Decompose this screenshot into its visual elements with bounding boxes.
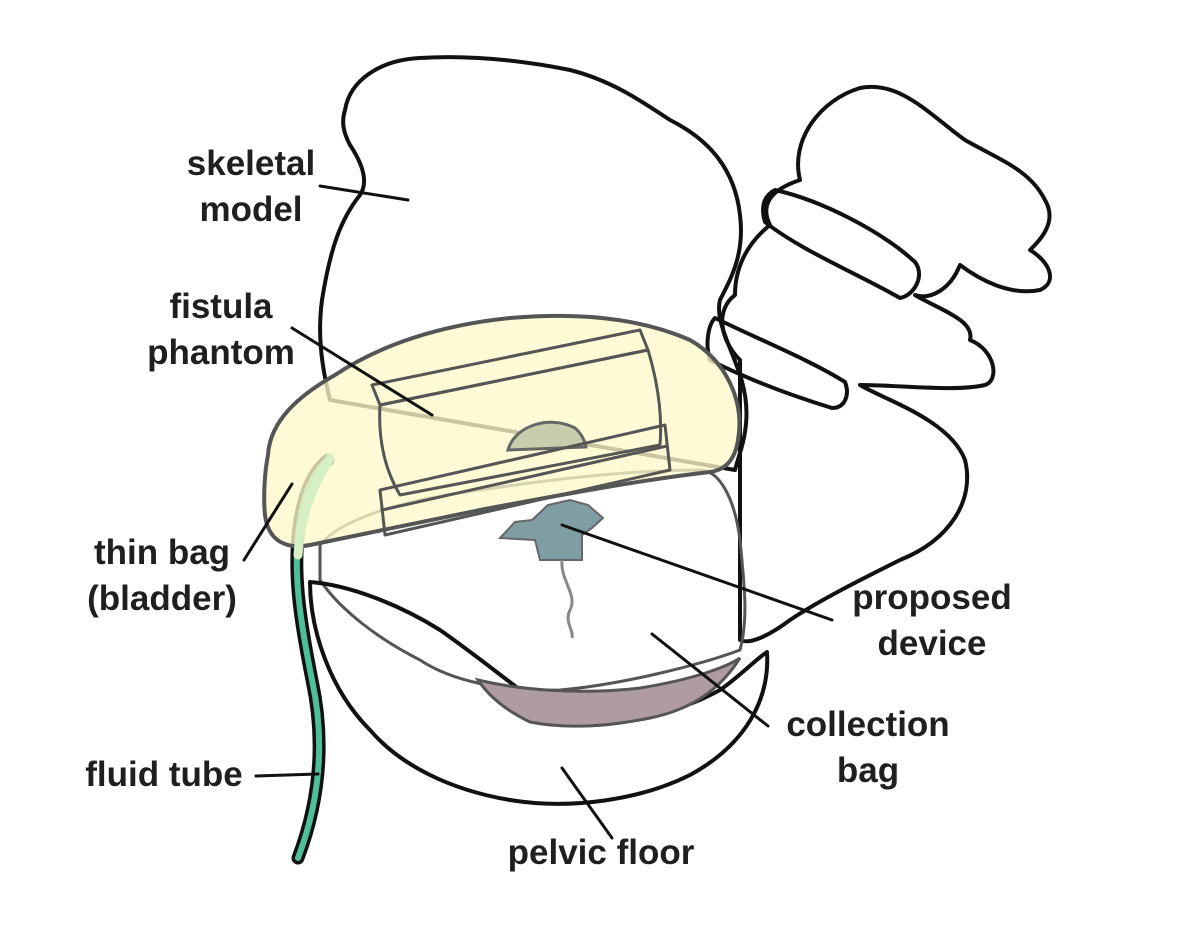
fistula-phantom-shape — [262, 313, 742, 549]
label-fistula-phantom: fistula phantom — [147, 287, 295, 372]
label-collection-bag: collection bag — [786, 705, 950, 790]
label-fluid-tube: fluid tube — [85, 755, 243, 794]
phantom-base-line — [380, 444, 669, 512]
pelvic-floor-shape — [308, 580, 770, 806]
label-thin-bag: thin bag (bladder) — [87, 533, 237, 618]
label-skeletal-model: skeletal model — [186, 144, 316, 229]
leader-thin-bag — [242, 482, 294, 562]
intervertebral-disc-upper — [761, 188, 921, 300]
skeletal-model-shape — [318, 55, 749, 472]
leader-proposed-device — [560, 523, 834, 622]
phantom-inner-body — [378, 348, 663, 497]
leader-fistula-phantom — [290, 326, 434, 417]
vertebrae — [720, 84, 1052, 644]
leader-collection-bag — [650, 632, 770, 728]
label-proposed-device: proposed device — [852, 578, 1012, 663]
leader-pelvic-floor — [560, 766, 614, 840]
leader-fluid-tube — [254, 772, 320, 778]
phantom-base-plate — [378, 423, 672, 537]
proposed-device-shape — [497, 498, 605, 561]
collection-bag-lower — [474, 656, 742, 728]
leader-skeletal-model — [318, 184, 410, 202]
device-thread — [560, 559, 574, 639]
label-pelvic-floor: pelvic floor — [507, 833, 695, 872]
thin-bag-strip — [293, 453, 335, 560]
